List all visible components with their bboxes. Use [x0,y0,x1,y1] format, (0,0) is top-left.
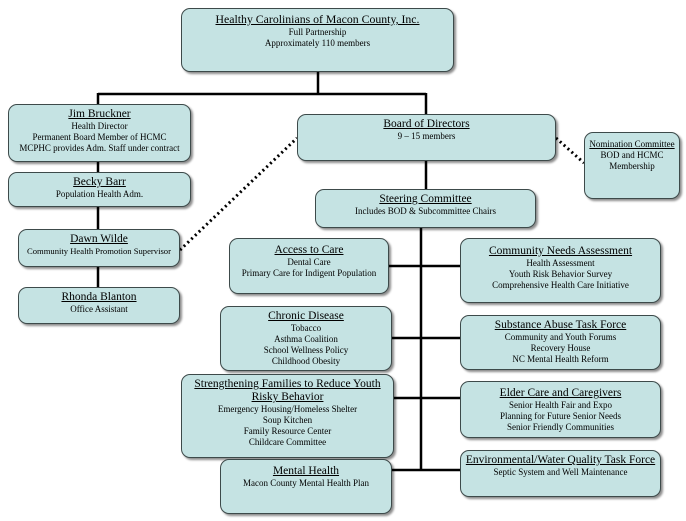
jim-bruckner-line-3: MCPHC provides Adm. Staff under contract [19,143,180,154]
dawn-wilde-box: Dawn Wilde Community Health Promotion Su… [18,229,180,267]
jim-bruckner-line-2: Permanent Board Member of HCMC [32,132,167,143]
becky-barr-title: Becky Barr [73,176,126,188]
jim-bruckner-title: Jim Bruckner [68,108,131,120]
substance-abuse-line-2: Recovery House [530,343,591,354]
strengthening-families-line-3: Family Resource Center [243,426,332,437]
nomination-committee-box: Nomination Committee BOD and HCMC Member… [584,132,680,199]
community-needs-line-3: Comprehensive Health Care Initiative [492,280,629,291]
jim-bruckner-box: Jim Bruckner Health Director Permanent B… [8,104,191,162]
access-to-care-box: Access to Care Dental Care Primary Care … [229,238,389,294]
healthy-carolinians-line-1: Full Partnership [288,26,347,37]
environmental-water-line-1: Septic System and Well Maintenance [493,467,628,478]
rhonda-blanton-title: Rhonda Blanton [61,291,137,303]
strengthening-families-title: Strengthening Families to Reduce Youth R… [194,378,381,404]
mental-health-line-1: Macon County Mental Health Plan [243,478,369,489]
chronic-disease-line-3: School Wellness Policy [263,345,349,356]
elder-care-title: Elder Care and Caregivers [499,387,622,399]
dawn-wilde-line-1: Community Health Promotion Supervisor [27,246,171,257]
jim-bruckner-line-1: Health Director [71,121,128,132]
strengthening-families-line-2: Soup Kitchen [262,415,313,426]
chronic-disease-line-1: Tobacco [290,323,322,334]
board-of-directors-box: Board of Directors 9 – 15 members [297,114,556,161]
access-to-care-title: Access to Care [274,244,344,256]
chronic-disease-line-2: Asthma Coalition [274,334,338,345]
community-needs-box: Community Needs Assessment Health Assess… [460,238,661,303]
chronic-disease-title: Chronic Disease [268,310,344,322]
substance-abuse-line-3: NC Mental Health Reform [512,354,609,365]
substance-abuse-title: Substance Abuse Task Force [494,319,627,331]
substance-abuse-box: Substance Abuse Task Force Community and… [460,315,661,370]
steering-committee-title: Steering Committee [379,193,472,205]
strengthening-families-line-1: Emergency Housing/Homeless Shelter [217,404,358,415]
healthy-carolinians-box: Healthy Carolinians of Macon County, Inc… [181,8,454,72]
substance-abuse-line-1: Community and Youth Forums [504,332,617,343]
community-needs-title: Community Needs Assessment [488,245,633,257]
environmental-water-title: Environmental/Water Quality Task Force [465,454,656,466]
strengthening-families-box: Strengthening Families to Reduce Youth R… [181,374,394,458]
access-to-care-line-1: Dental Care [287,257,331,268]
steering-committee-line-1: Includes BOD & Subcommittee Chairs [355,206,496,217]
elder-care-line-2: Planning for Future Senior Needs [500,411,621,422]
steering-committee-box: Steering Committee Includes BOD & Subcom… [315,189,536,228]
elder-care-box: Elder Care and Caregivers Senior Health … [460,381,661,438]
community-needs-line-1: Health Assessment [526,258,595,269]
becky-barr-box: Becky Barr Population Health Adm. [8,172,191,207]
rhonda-blanton-line-1: Office Assistant [70,304,128,315]
healthy-carolinians-line-2: Approximately 110 members [264,37,371,48]
mental-health-box: Mental Health Macon County Mental Health… [220,459,392,514]
nomination-committee-line-1: BOD and HCMC Membership [600,149,664,171]
rhonda-blanton-box: Rhonda Blanton Office Assistant [18,287,180,324]
dawn-wilde-title: Dawn Wilde [70,233,128,245]
environmental-water-box: Environmental/Water Quality Task Force S… [460,450,661,497]
chronic-disease-box: Chronic Disease Tobacco Asthma Coalition… [220,306,392,371]
elder-care-line-1: Senior Health Fair and Expo [509,400,612,411]
board-of-directors-line-1: 9 – 15 members [397,131,456,142]
mental-health-title: Mental Health [272,465,340,477]
strengthening-families-line-4: Childcare Committee [248,437,327,448]
access-to-care-line-2: Primary Care for Indigent Population [241,268,377,279]
healthy-carolinians-title: Healthy Carolinians of Macon County, Inc… [215,12,420,26]
nomination-committee-title: Nomination Committee [589,139,675,149]
community-needs-line-2: Youth Risk Behavior Survey [508,269,613,280]
chronic-disease-line-4: Childhood Obesity [271,356,341,367]
becky-barr-line-1: Population Health Adm. [55,189,144,200]
elder-care-line-3: Senior Friendly Communities [507,422,614,433]
board-of-directors-title: Board of Directors [383,118,470,130]
